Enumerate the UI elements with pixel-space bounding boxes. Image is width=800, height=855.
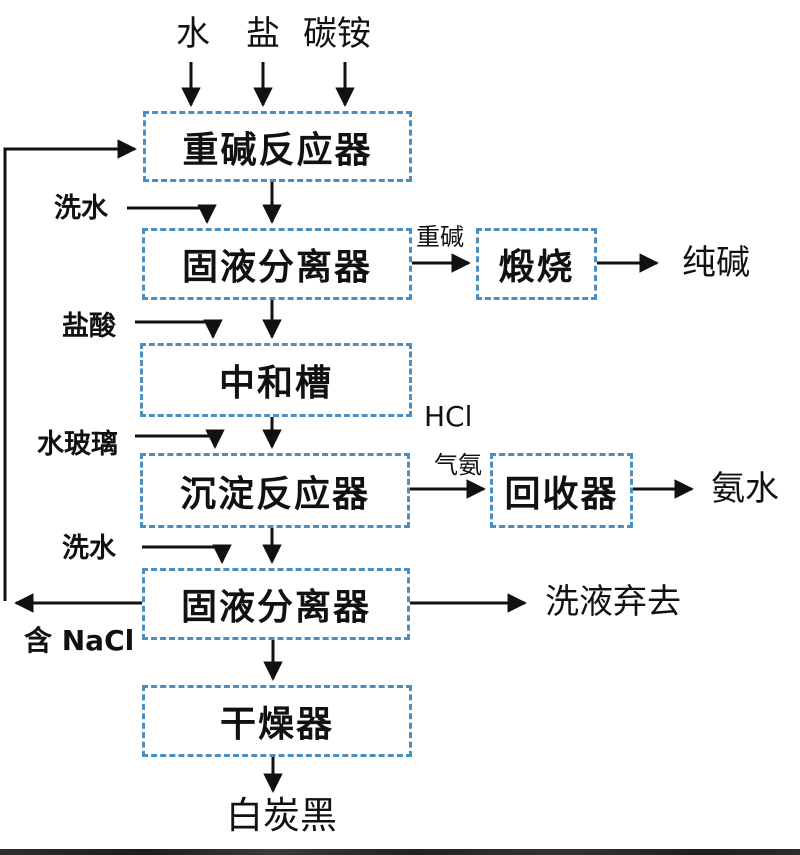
stream-label-heavy-alkali: 重碱 <box>416 223 464 251</box>
stream-label-contains-nacl: 含 NaCl <box>24 624 135 657</box>
node-precipitation-reactor-label: 沉淀反应器 <box>179 473 370 515</box>
input-label-water: 水 <box>176 14 210 54</box>
bottom-edge-artifact <box>0 849 800 855</box>
node-solid-liquid-separator-1: 固液分离器 <box>142 228 412 300</box>
node-dryer: 干燥器 <box>142 685 412 757</box>
node-precipitation-reactor: 沉淀反应器 <box>140 453 410 528</box>
input-label-hydrochloric-acid: 盐酸 <box>62 311 116 342</box>
input-label-water-glass: 水玻璃 <box>37 429 118 460</box>
node-neutralization-tank: 中和槽 <box>140 343 412 417</box>
node-heavy-alkali-reactor-label: 重碱反应器 <box>182 129 373 171</box>
node-recovery-unit: 回收器 <box>490 453 633 528</box>
arrow-recycle-to-reactor <box>3 139 137 601</box>
stream-label-hcl: HCl <box>424 400 473 433</box>
arrow-hydrochloric-acid-to-neutralization <box>135 319 223 339</box>
arrow-wash-water2-to-separator2 <box>142 544 232 564</box>
input-label-wash-water-2: 洗水 <box>62 533 116 564</box>
arrow-wash-water1-to-separator1 <box>127 204 217 224</box>
node-solid-liquid-separator-1-label: 固液分离器 <box>181 247 372 288</box>
node-heavy-alkali-reactor: 重碱反应器 <box>143 111 412 182</box>
node-calcination: 煅烧 <box>476 228 597 300</box>
stream-label-ammonia-gas: 气氨 <box>434 451 482 479</box>
input-label-wash-water-1: 洗水 <box>54 193 108 224</box>
node-calcination-label: 煅烧 <box>498 247 575 288</box>
output-label-wash-discard: 洗液弃去 <box>545 582 681 622</box>
node-solid-liquid-separator-2-label: 固液分离器 <box>180 587 371 628</box>
node-dryer-label: 干燥器 <box>219 704 334 745</box>
output-label-white-carbon-black: 白炭黑 <box>226 794 337 837</box>
input-label-ammonium-bicarbonate: 碳铵 <box>303 14 371 54</box>
node-neutralization-tank-label: 中和槽 <box>218 363 333 404</box>
output-label-soda-ash: 纯碱 <box>682 243 750 283</box>
arrow-water-glass-to-precipitation <box>135 429 225 449</box>
node-solid-liquid-separator-2: 固液分离器 <box>142 568 410 640</box>
output-label-ammonia-water: 氨水 <box>711 469 779 509</box>
node-recovery-unit-label: 回收器 <box>504 473 619 515</box>
input-label-salt: 盐 <box>246 14 280 54</box>
